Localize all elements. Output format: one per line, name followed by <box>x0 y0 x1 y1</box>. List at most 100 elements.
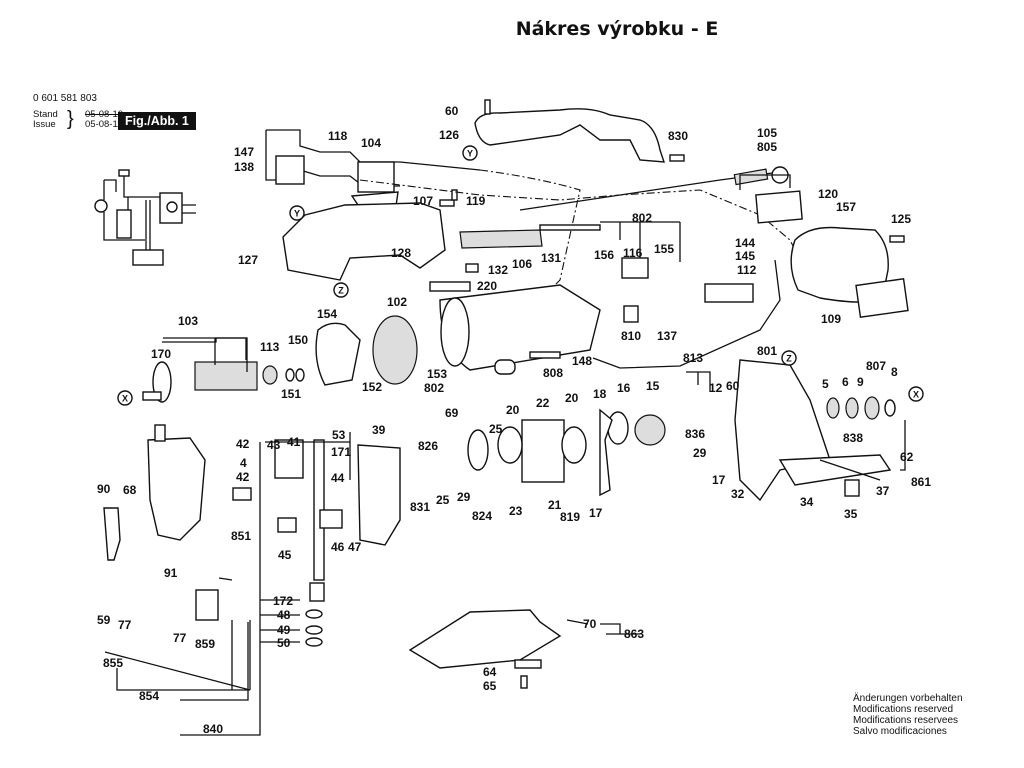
part-label: 49 <box>277 623 291 637</box>
part-label: 855 <box>103 656 123 670</box>
part-label: 43 <box>267 438 281 452</box>
part-label: 144 <box>735 236 755 250</box>
modifications-note: Änderungen vorbehalten Modifications res… <box>853 693 963 737</box>
part-label: 17 <box>712 473 726 487</box>
electronics-module <box>592 257 781 369</box>
part-label: 120 <box>818 187 838 201</box>
part-label: 220 <box>477 279 497 293</box>
part-label: 22 <box>536 396 550 410</box>
part-label: 77 <box>118 618 132 632</box>
cable-route <box>359 179 801 261</box>
part-label: 60 <box>726 379 740 393</box>
svg-text:X: X <box>913 390 919 400</box>
part-label: 172 <box>273 594 293 608</box>
part-label: 813 <box>683 351 703 365</box>
part-label: 70 <box>583 617 597 631</box>
part-label: 91 <box>164 566 178 580</box>
part-label: 15 <box>646 379 660 393</box>
part-label: 119 <box>466 194 486 208</box>
part-label: 147 <box>234 145 254 159</box>
part-label: 23 <box>509 504 523 518</box>
part-label: 16 <box>617 381 631 395</box>
cable-route <box>479 169 581 301</box>
part-label: 112 <box>737 263 757 277</box>
issue-date: 05-08-11 <box>85 119 123 130</box>
part-label: 45 <box>278 548 292 562</box>
part-label: 69 <box>445 406 459 420</box>
part-label: 46 <box>331 540 345 554</box>
part-label: 826 <box>418 439 438 453</box>
part-label: 29 <box>693 446 707 460</box>
part-label: 20 <box>565 391 579 405</box>
part-label: 810 <box>621 329 641 343</box>
part-label: 859 <box>195 637 215 651</box>
stand-label: Stand <box>33 109 58 120</box>
part-label: 801 <box>757 344 777 358</box>
marker-y: Y <box>289 205 305 221</box>
part-label: 42 <box>236 470 250 484</box>
part-label: 153 <box>427 367 447 381</box>
part-label: 109 <box>821 312 841 326</box>
part-label: 805 <box>757 140 777 154</box>
part-label: 154 <box>317 307 337 321</box>
part-label: 68 <box>123 483 137 497</box>
part-label: 44 <box>331 471 345 485</box>
handle-assembly <box>474 99 685 163</box>
part-label: 851 <box>231 529 251 543</box>
lift-mechanism <box>103 424 401 647</box>
part-label: 157 <box>836 200 856 214</box>
part-label: 152 <box>362 380 382 394</box>
part-label: 807 <box>866 359 886 373</box>
part-label: 60 <box>445 104 459 118</box>
marker-x: X <box>908 386 924 402</box>
part-label: 156 <box>594 248 614 262</box>
part-label: 132 <box>488 263 508 277</box>
motor-housing-cap <box>755 190 909 318</box>
part-label: 802 <box>632 211 652 225</box>
part-label: 838 <box>843 431 863 445</box>
part-label: 171 <box>331 445 351 459</box>
part-label: 65 <box>483 679 497 693</box>
note-line: Salvo modificaciones <box>853 726 947 737</box>
stand-date: 05-08-10 <box>85 109 124 120</box>
part-label: 18 <box>593 387 607 401</box>
part-label: 77 <box>173 631 187 645</box>
part-label: 6 <box>842 375 849 389</box>
part-label: 35 <box>844 507 858 521</box>
power-cord <box>519 166 789 211</box>
part-label: 53 <box>332 428 346 442</box>
part-label: 808 <box>543 366 563 380</box>
note-line: Änderungen vorbehalten <box>853 693 963 704</box>
part-label: 854 <box>139 689 159 703</box>
part-label: 107 <box>413 194 433 208</box>
part-label: 41 <box>287 435 301 449</box>
svg-text:Z: Z <box>338 286 344 296</box>
svg-text:Z: Z <box>786 354 792 364</box>
part-label: 138 <box>234 160 254 174</box>
part-label: 830 <box>668 129 688 143</box>
part-label: 127 <box>238 253 258 267</box>
part-label: 819 <box>560 510 580 524</box>
part-label: 21 <box>548 498 562 512</box>
front-housing <box>282 202 601 292</box>
part-label: 62 <box>900 450 914 464</box>
wiring-schematic <box>94 169 196 266</box>
part-label: 106 <box>512 257 532 271</box>
part-label: 104 <box>361 136 381 150</box>
part-label: 126 <box>439 128 459 142</box>
part-label: 42 <box>236 437 250 451</box>
part-label: 148 <box>572 354 592 368</box>
leader-lines <box>104 174 906 736</box>
part-label: 125 <box>891 212 911 226</box>
part-label: 64 <box>483 665 497 679</box>
part-label: 840 <box>203 722 223 736</box>
part-label: 170 <box>151 347 171 361</box>
part-label: 118 <box>328 129 348 143</box>
part-label: 824 <box>472 509 492 523</box>
part-label: 5 <box>822 377 829 391</box>
part-label: 8 <box>891 365 898 379</box>
part-label: 128 <box>391 246 411 260</box>
part-label: 25 <box>436 493 450 507</box>
brace-icon: } <box>67 108 74 130</box>
part-label: 50 <box>277 636 291 650</box>
